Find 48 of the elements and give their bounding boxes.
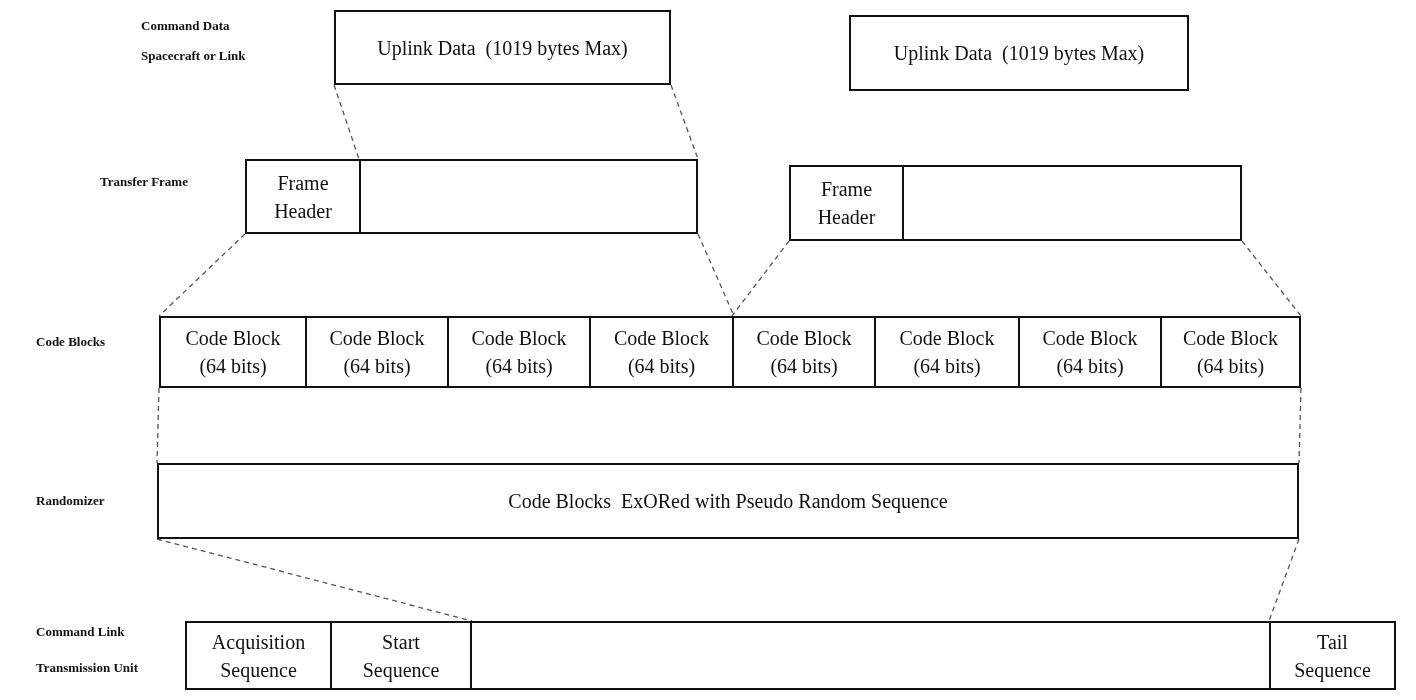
field-box xyxy=(330,621,472,690)
row-label: Randomizer xyxy=(36,493,105,509)
field-label: Code Block (64 bits) xyxy=(755,326,853,380)
field-box xyxy=(447,316,591,388)
field-box xyxy=(874,316,1020,388)
row-label: Transfer Frame xyxy=(100,174,188,190)
row-label: Command Data xyxy=(141,18,230,34)
field-box xyxy=(157,463,1299,539)
field-box xyxy=(245,159,361,234)
row-label: Transmission Unit xyxy=(36,660,138,676)
field-label: Uplink Data (1019 bytes Max) xyxy=(377,35,628,62)
field-box xyxy=(1269,621,1396,690)
field-label: Acquisition Sequence xyxy=(210,629,307,684)
field-box xyxy=(1160,316,1301,388)
row-label: Spacecraft or Link xyxy=(141,48,246,64)
field-label: Start Sequence xyxy=(361,629,441,684)
dashed-line xyxy=(1268,538,1300,622)
field-box xyxy=(732,316,876,388)
field-label: Code Blocks ExORed with Pseudo Random Sequence xyxy=(508,489,948,515)
field-box xyxy=(789,165,904,241)
field-label: Code Block (64 bits) xyxy=(613,326,710,380)
row-label: Code Blocks xyxy=(36,334,105,350)
row-label: Command Link xyxy=(36,624,125,640)
dashed-line xyxy=(158,233,246,317)
field-label: Tail Sequence xyxy=(1293,629,1372,684)
field-label: Frame Header xyxy=(816,177,877,230)
field-label: Uplink Data (1019 bytes Max) xyxy=(893,41,1145,67)
dashed-line xyxy=(731,240,790,317)
field-box xyxy=(305,316,449,388)
field-box xyxy=(334,10,671,85)
field-label: Code Block (64 bits) xyxy=(898,326,996,380)
dashed-line xyxy=(1241,240,1302,317)
field-label: Code Block (64 bits) xyxy=(1182,326,1279,380)
field-label: Code Block (64 bits) xyxy=(184,326,282,380)
field-box xyxy=(159,316,307,388)
field-box xyxy=(589,316,734,388)
field-label: Code Block (64 bits) xyxy=(470,326,568,380)
field-label: Frame Header xyxy=(273,170,333,224)
dashed-line xyxy=(1298,387,1302,464)
field-label: Code Block (64 bits) xyxy=(328,326,426,380)
dashed-line xyxy=(156,538,473,622)
field-box xyxy=(185,621,332,690)
dashed-line xyxy=(670,84,699,160)
field-label: Code Block (64 bits) xyxy=(1041,326,1139,380)
dashed-line xyxy=(156,387,160,464)
field-box xyxy=(849,15,1189,91)
field-box xyxy=(1018,316,1162,388)
dashed-line xyxy=(333,84,360,160)
